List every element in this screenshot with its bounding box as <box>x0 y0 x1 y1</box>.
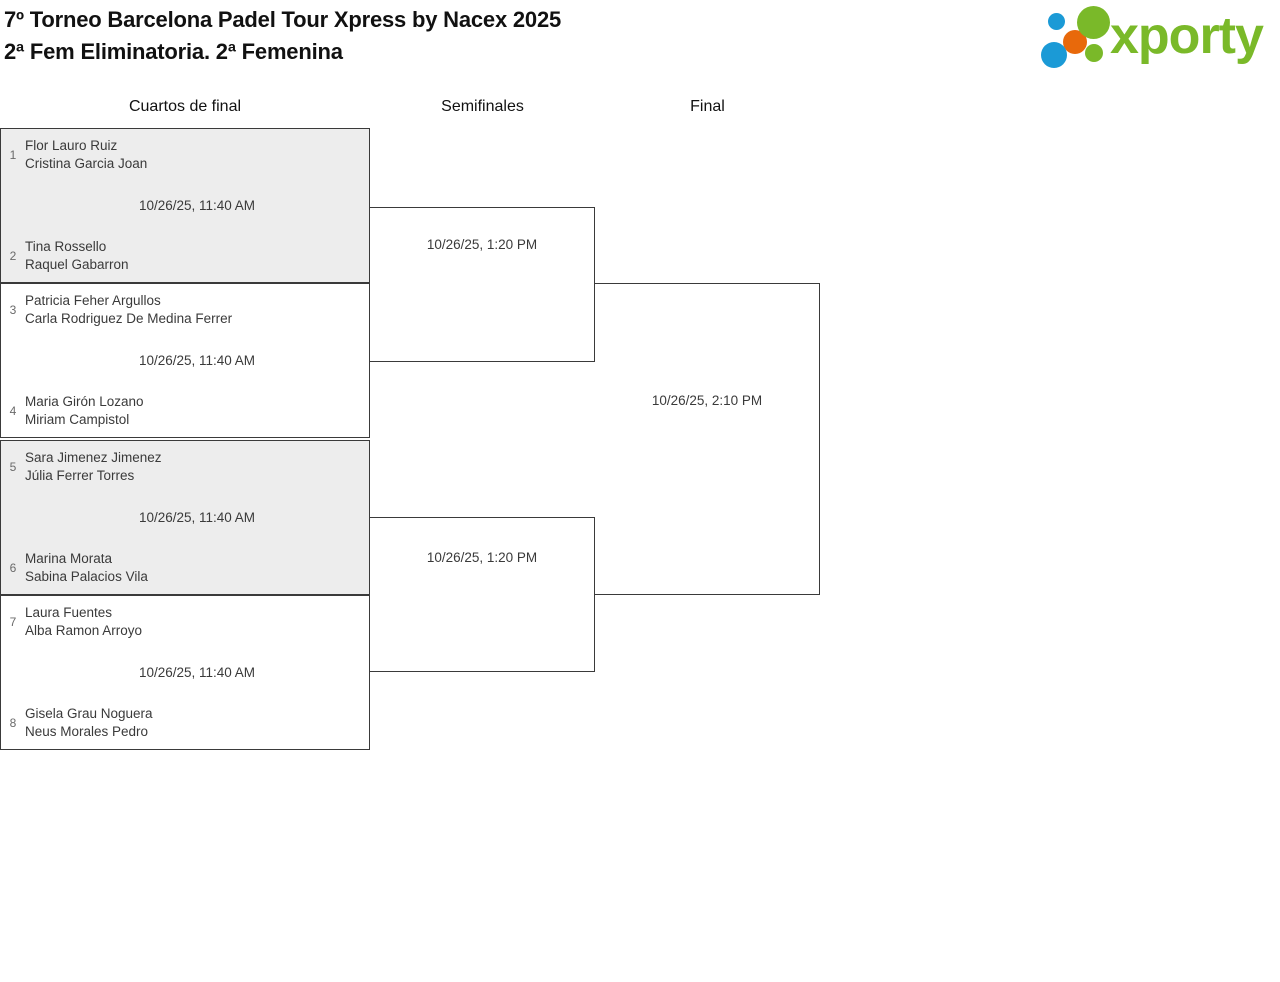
match-team-bottom[interactable]: 8 Gisela Grau Noguera Neus Morales Pedro <box>1 705 361 741</box>
team-players: Laura Fuentes Alba Ramon Arroyo <box>25 604 361 640</box>
team-players: Marina Morata Sabina Palacios Vila <box>25 550 361 586</box>
player-name: Júlia Ferrer Torres <box>25 468 135 483</box>
tournament-title-line-2: 2ª Fem Eliminatoria. 2ª Femenina <box>4 39 343 64</box>
match-datetime: 10/26/25, 11:40 AM <box>138 352 256 368</box>
round-header-final: Final <box>690 98 725 115</box>
team-players: Gisela Grau Noguera Neus Morales Pedro <box>25 705 361 741</box>
xporty-logo[interactable]: xporty <box>1038 4 1274 70</box>
match-final[interactable]: 10/26/25, 2:10 PM <box>595 283 820 595</box>
match-semifinal-1[interactable]: 10/26/25, 1:20 PM <box>370 207 595 362</box>
match-quarterfinal-1[interactable]: 1 Flor Lauro Ruiz Cristina Garcia Joan 1… <box>0 128 370 283</box>
match-semifinal-2[interactable]: 10/26/25, 1:20 PM <box>370 517 595 672</box>
match-datetime: 10/26/25, 2:10 PM <box>651 393 763 408</box>
player-name: Raquel Gabarron <box>25 257 129 272</box>
player-name: Sabina Palacios Vila <box>25 569 148 584</box>
logo-wordmark: xporty <box>1110 7 1264 65</box>
seed-number: 3 <box>9 303 17 317</box>
round-header-quarterfinals: Cuartos de final <box>128 98 242 115</box>
match-team-bottom[interactable]: 2 Tina Rossello Raquel Gabarron <box>1 238 361 274</box>
player-name: Gisela Grau Noguera <box>25 706 153 721</box>
player-name: Maria Girón Lozano <box>25 394 144 409</box>
match-team-bottom[interactable]: 4 Maria Girón Lozano Miriam Campistol <box>1 393 361 429</box>
team-players: Maria Girón Lozano Miriam Campistol <box>25 393 361 429</box>
match-datetime: 10/26/25, 11:40 AM <box>138 509 256 525</box>
player-name: Neus Morales Pedro <box>25 724 149 739</box>
seed-number: 2 <box>9 249 17 263</box>
match-team-top[interactable]: 7 Laura Fuentes Alba Ramon Arroyo <box>1 604 361 640</box>
seed-number: 4 <box>9 404 17 418</box>
match-quarterfinal-2[interactable]: 3 Patricia Feher Argullos Carla Rodrigue… <box>0 283 370 438</box>
team-players: Flor Lauro Ruiz Cristina Garcia Joan <box>25 137 361 173</box>
player-name: Marina Morata <box>25 551 113 566</box>
player-name: Laura Fuentes <box>25 605 113 620</box>
player-name: Carla Rodriguez De Medina Ferrer <box>25 311 233 326</box>
match-datetime: 10/26/25, 11:40 AM <box>138 664 256 680</box>
player-name: Tina Rossello <box>25 239 107 254</box>
seed-number: 7 <box>9 615 17 629</box>
match-datetime: 10/26/25, 1:20 PM <box>426 550 538 565</box>
team-players: Sara Jimenez Jimenez Júlia Ferrer Torres <box>25 449 361 485</box>
team-players: Tina Rossello Raquel Gabarron <box>25 238 361 274</box>
match-quarterfinal-4[interactable]: 7 Laura Fuentes Alba Ramon Arroyo 10/26/… <box>0 595 370 750</box>
match-team-top[interactable]: 3 Patricia Feher Argullos Carla Rodrigue… <box>1 292 361 328</box>
player-name: Cristina Garcia Joan <box>25 156 148 171</box>
logo-dot-green-large-icon <box>1077 6 1110 39</box>
tournament-title-line-1: 7º Torneo Barcelona Padel Tour Xpress by… <box>4 7 562 32</box>
seed-number: 1 <box>9 148 17 162</box>
player-name: Miriam Campistol <box>25 412 130 427</box>
match-team-top[interactable]: 5 Sara Jimenez Jimenez Júlia Ferrer Torr… <box>1 449 361 485</box>
team-players: Patricia Feher Argullos Carla Rodriguez … <box>25 292 361 328</box>
match-datetime: 10/26/25, 11:40 AM <box>138 197 256 213</box>
match-datetime: 10/26/25, 1:20 PM <box>426 237 538 252</box>
page-title: 7º Torneo Barcelona Padel Tour Xpress by… <box>4 4 864 68</box>
seed-number: 5 <box>9 460 17 474</box>
match-team-bottom[interactable]: 6 Marina Morata Sabina Palacios Vila <box>1 550 361 586</box>
match-team-top[interactable]: 1 Flor Lauro Ruiz Cristina Garcia Joan <box>1 137 361 173</box>
seed-number: 6 <box>9 561 17 575</box>
seed-number: 8 <box>9 716 17 730</box>
player-name: Patricia Feher Argullos <box>25 293 161 308</box>
logo-dot-green-small-icon <box>1085 44 1103 62</box>
logo-dot-blue-large-icon <box>1041 42 1067 68</box>
match-quarterfinal-3[interactable]: 5 Sara Jimenez Jimenez Júlia Ferrer Torr… <box>0 440 370 595</box>
round-header-semifinals: Semifinales <box>441 98 524 115</box>
logo-dots-icon <box>1038 4 1116 70</box>
player-name: Alba Ramon Arroyo <box>25 623 143 638</box>
player-name: Flor Lauro Ruiz <box>25 138 118 153</box>
logo-dot-blue-small-icon <box>1048 13 1065 30</box>
player-name: Sara Jimenez Jimenez <box>25 450 162 465</box>
